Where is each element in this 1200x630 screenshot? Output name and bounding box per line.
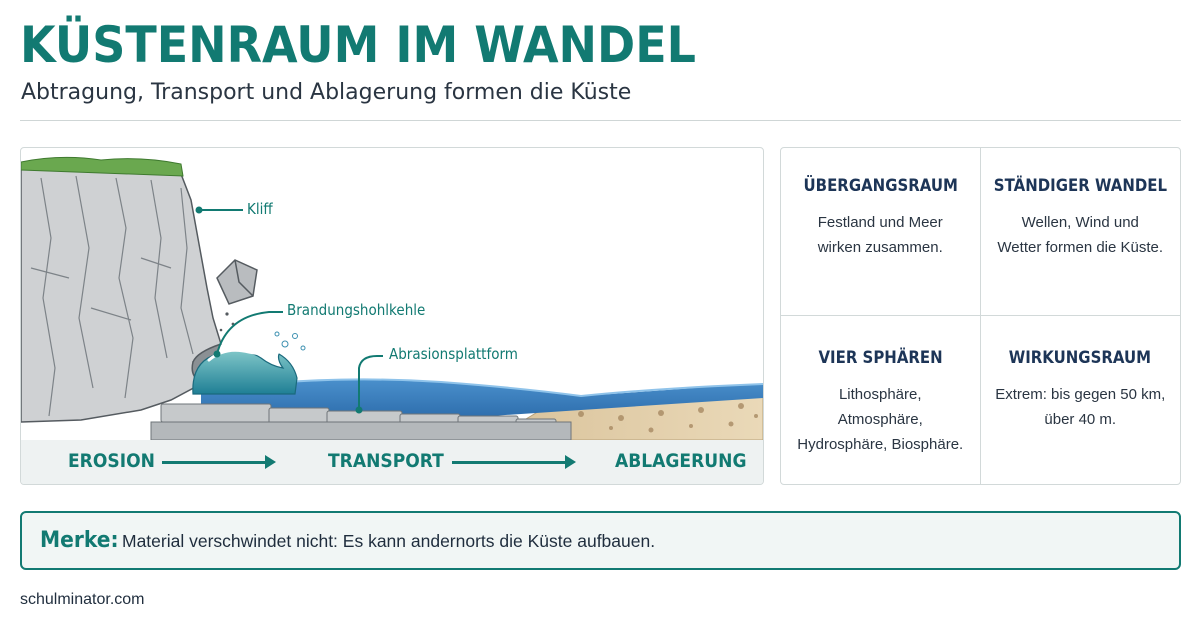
breaking-wave (192, 350, 298, 395)
process-bar: EROSION TRANSPORT ABLAGERUNG (21, 440, 763, 484)
process-step-transport: TRANSPORT (328, 450, 444, 472)
process-arrow-1 (162, 455, 276, 469)
note-label: Merke: (40, 528, 119, 553)
callout-dots (195, 206, 363, 414)
cliff-cracks (30, 175, 194, 417)
callout-platform: Abrasionsplattform (389, 345, 518, 363)
spray (274, 331, 306, 351)
coast-diagram: Kliff Brandungshohlkehle Abrasionsplattf… (20, 147, 764, 485)
callout-leaders (199, 209, 383, 410)
sea-surface (260, 378, 763, 398)
fact-title: STÄNDIGER WANDEL (993, 176, 1167, 196)
cliff-grass (21, 156, 184, 177)
note-box: Merke: Material verschwindet nicht: Es k… (20, 511, 1181, 570)
callout-cliff: Kliff (247, 200, 273, 218)
fact-card: STÄNDIGER WANDEL Wellen, Wind und Wetter… (980, 148, 1180, 316)
fact-card: VIER SPHÄREN Lithosphäre, Atmosphäre, Hy… (781, 316, 981, 484)
fact-card: ÜBERGANGSRAUM Festland und Meer wirken z… (781, 148, 981, 316)
fact-text: Festland und Meer wirken zusammen. (817, 214, 943, 256)
fact-text: Lithosphäre, Atmosphäre, Hydrosphäre, Bi… (797, 386, 964, 453)
abrasion-platform (150, 403, 572, 440)
debris-dots (219, 312, 235, 332)
sea (201, 379, 763, 416)
fact-title: VIER SPHÄREN (818, 348, 943, 368)
note-text: Material verschwindet nicht: Es kann and… (122, 531, 656, 551)
facts-grid: ÜBERGANGSRAUM Festland und Meer wirken z… (780, 147, 1181, 485)
fact-title: ÜBERGANGSRAUM (803, 176, 958, 196)
fact-text: Extrem: bis gegen 50 km, über 40 m. (995, 386, 1166, 428)
fact-text: Wellen, Wind und Wetter formen die Küste… (997, 214, 1164, 256)
fact-title: WIRKUNGSRAUM (1009, 348, 1152, 368)
page-title: KÜSTENRAUM IM WANDEL (20, 16, 696, 74)
falling-rock (216, 259, 258, 305)
process-arrow-2 (452, 455, 576, 469)
process-step-deposition: ABLAGERUNG (615, 450, 747, 472)
footer-site: schulminator.com (20, 591, 145, 608)
fact-card: WIRKUNGSRAUM Extrem: bis gegen 50 km, üb… (981, 316, 1181, 484)
page-subtitle: Abtragung, Transport und Ablagerung form… (21, 80, 632, 105)
wave-foam (207, 347, 299, 362)
header-divider (20, 120, 1181, 121)
callout-notch: Brandungshohlkehle (287, 301, 426, 319)
coast-illustration (21, 156, 763, 440)
process-step-erosion: EROSION (68, 450, 155, 472)
